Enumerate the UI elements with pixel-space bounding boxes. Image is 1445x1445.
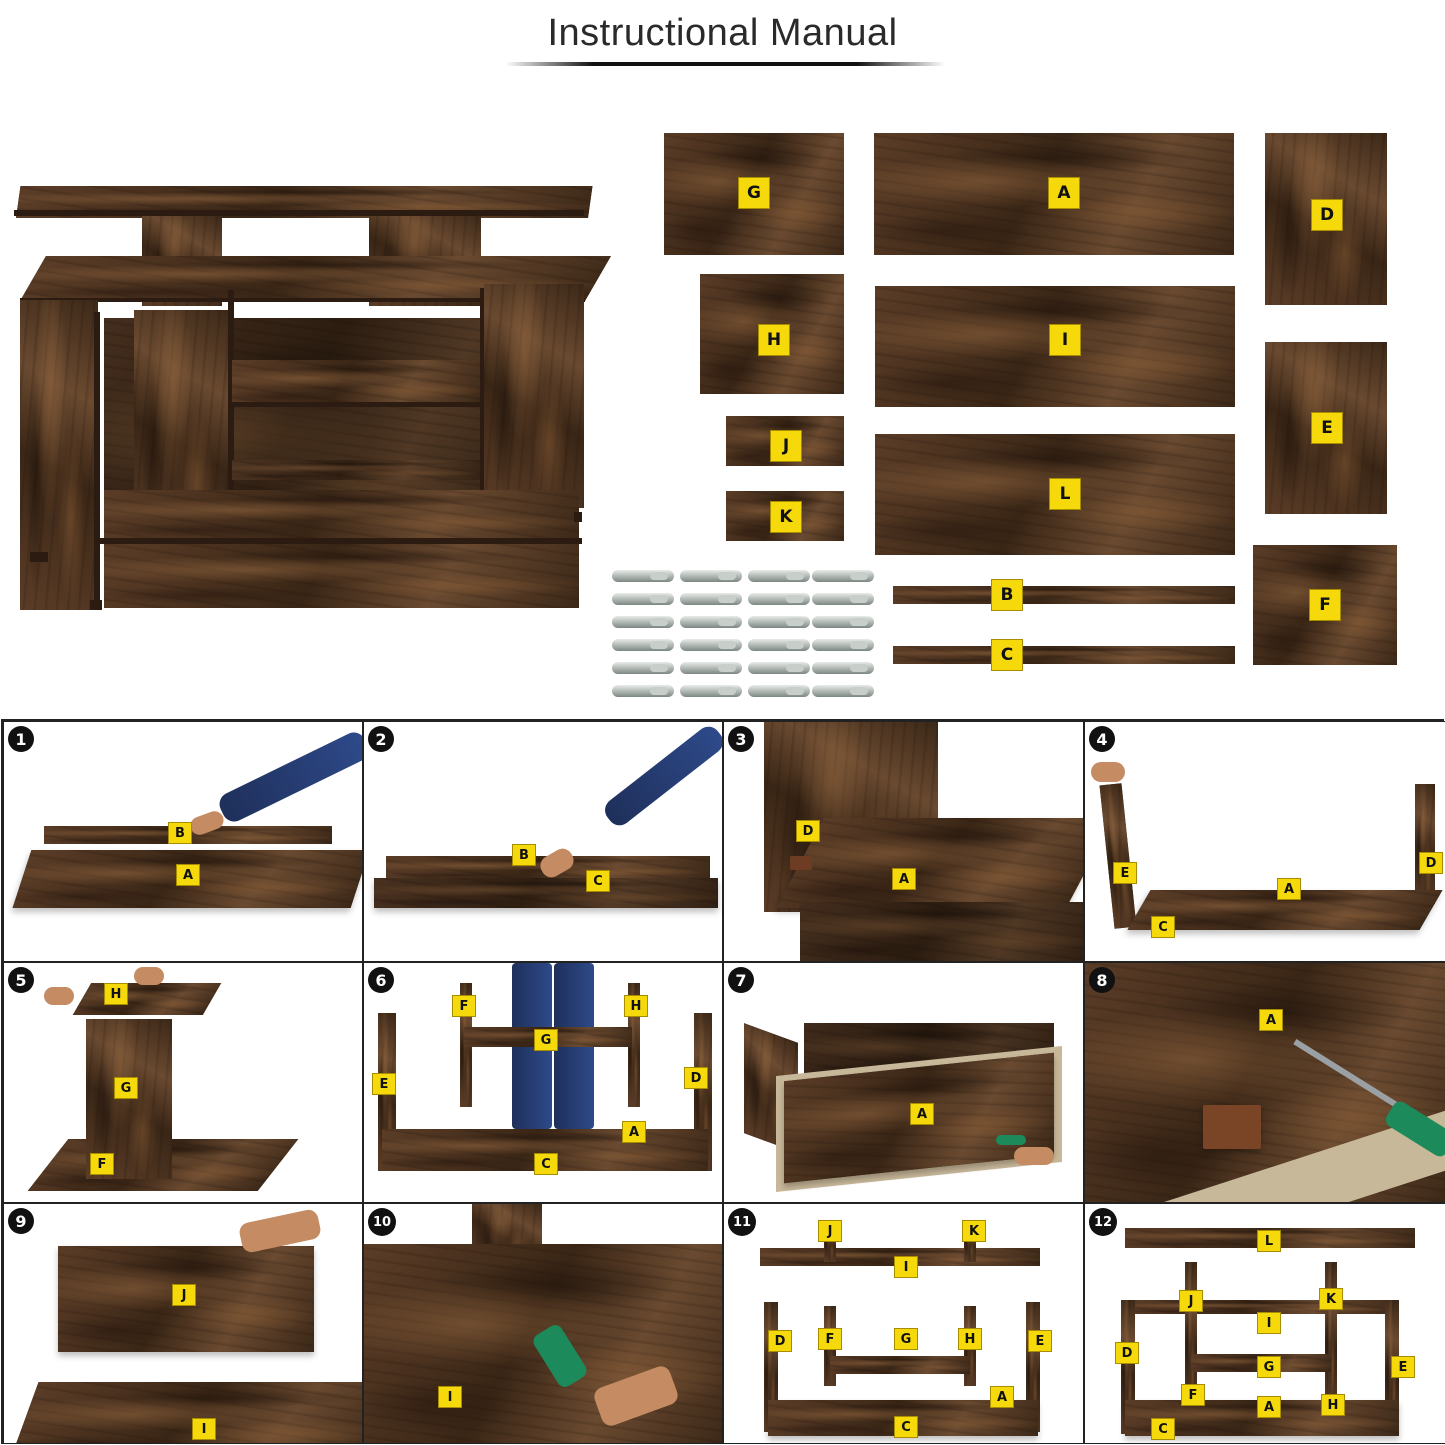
step-label: A [176,864,200,886]
part-label-l: L [1049,478,1081,510]
step-label: A [1257,1396,1281,1418]
step-6: 6 F H G E D A C [363,962,723,1203]
step-label: H [1321,1394,1345,1416]
step-label: G [1257,1356,1281,1378]
step-label: G [894,1328,918,1350]
step-label: J [172,1284,196,1306]
panel-f: F [1253,545,1397,665]
step-number: 2 [368,726,394,752]
step-label: F [90,1153,114,1175]
step-label: K [1319,1288,1343,1310]
rail-b: B [893,579,1235,611]
step-label: A [990,1386,1014,1408]
part-label-c: C [991,639,1023,671]
page-title: Instructional Manual [547,12,898,54]
part-label-i: I [1049,324,1081,356]
panel-k: K [726,491,844,541]
assembled-cabinet-image [14,160,611,615]
step-label: C [1151,916,1175,938]
panel-e: E [1265,342,1387,514]
step-label: F [452,995,476,1017]
step-number: 4 [1089,726,1115,752]
step-number: 5 [8,967,34,993]
step-label: A [622,1121,646,1143]
step-2: 2 B C [363,721,723,962]
step-label: A [910,1103,934,1125]
step-label: D [684,1067,708,1089]
step-label: C [894,1416,918,1438]
step-number: 3 [728,726,754,752]
step-11: 11 J K I D F G H E A C [723,1203,1084,1444]
step-label: C [586,870,610,892]
step-label: C [1151,1418,1175,1440]
step-4: 4 E A D C [1084,721,1445,962]
step-5: 5 H G F [3,962,363,1203]
step-number: 10 [368,1208,396,1236]
step-label: H [104,983,128,1005]
step-number: 12 [1089,1208,1117,1236]
step-10: 10 I [363,1203,723,1444]
step-number: 9 [8,1208,34,1234]
part-label-a: A [1048,177,1080,209]
step-label: E [1028,1330,1052,1352]
step-label: H [958,1328,982,1350]
step-label: J [818,1220,842,1242]
step-label: H [624,995,648,1017]
step-label: D [1419,852,1443,874]
step-number: 7 [728,967,754,993]
panel-d: D [1265,133,1387,305]
step-label: I [1257,1312,1281,1334]
step-1: 1 B A [3,721,363,962]
step-8: 8 A [1084,962,1445,1203]
step-number: 8 [1089,967,1115,993]
step-label: J [1179,1290,1203,1312]
step-label: L [1257,1230,1281,1252]
part-label-e: E [1311,412,1343,444]
rail-c: C [893,639,1235,671]
step-number: 1 [8,726,34,752]
part-label-b: B [991,579,1023,611]
step-label: I [894,1256,918,1278]
part-label-j: J [770,430,802,462]
step-label: I [192,1418,216,1440]
step-7: 7 A [723,962,1084,1203]
panel-g: G [664,133,844,255]
part-label-f: F [1309,589,1341,621]
part-label-g: G [738,177,770,209]
step-label: E [372,1073,396,1095]
step-label: A [892,868,916,890]
step-label: K [962,1220,986,1242]
step-label: I [438,1386,462,1408]
step-label: A [1277,878,1301,900]
step-9: 9 J I [3,1203,363,1444]
step-label: A [1259,1009,1283,1031]
step-label: D [1115,1342,1139,1364]
step-3: 3 D A [723,721,1084,962]
step-label: B [512,844,536,866]
step-label: G [534,1029,558,1051]
step-label: C [534,1153,558,1175]
step-label: F [818,1328,842,1350]
step-number: 11 [728,1208,756,1236]
step-label: D [796,820,820,842]
step-label: B [168,822,192,844]
step-12: 12 L J K I D G E F A H C [1084,1203,1445,1444]
panel-a: A [874,133,1234,255]
assembly-steps-grid: 1 B A 2 B C 3 D A 4 E A D C 5 [1,719,1445,1444]
part-label-k: K [770,501,802,533]
part-label-h: H [758,324,790,356]
panel-h: H [700,274,844,394]
part-label-d: D [1311,199,1343,231]
step-label: F [1181,1384,1205,1406]
step-label: G [114,1077,138,1099]
step-label: D [768,1330,792,1352]
step-label: E [1391,1356,1415,1378]
panel-l: L [875,434,1235,555]
panel-j: J [726,416,844,466]
title-underline [505,62,945,66]
step-number: 6 [368,967,394,993]
step-label: E [1113,862,1137,884]
panel-i: I [875,286,1235,407]
